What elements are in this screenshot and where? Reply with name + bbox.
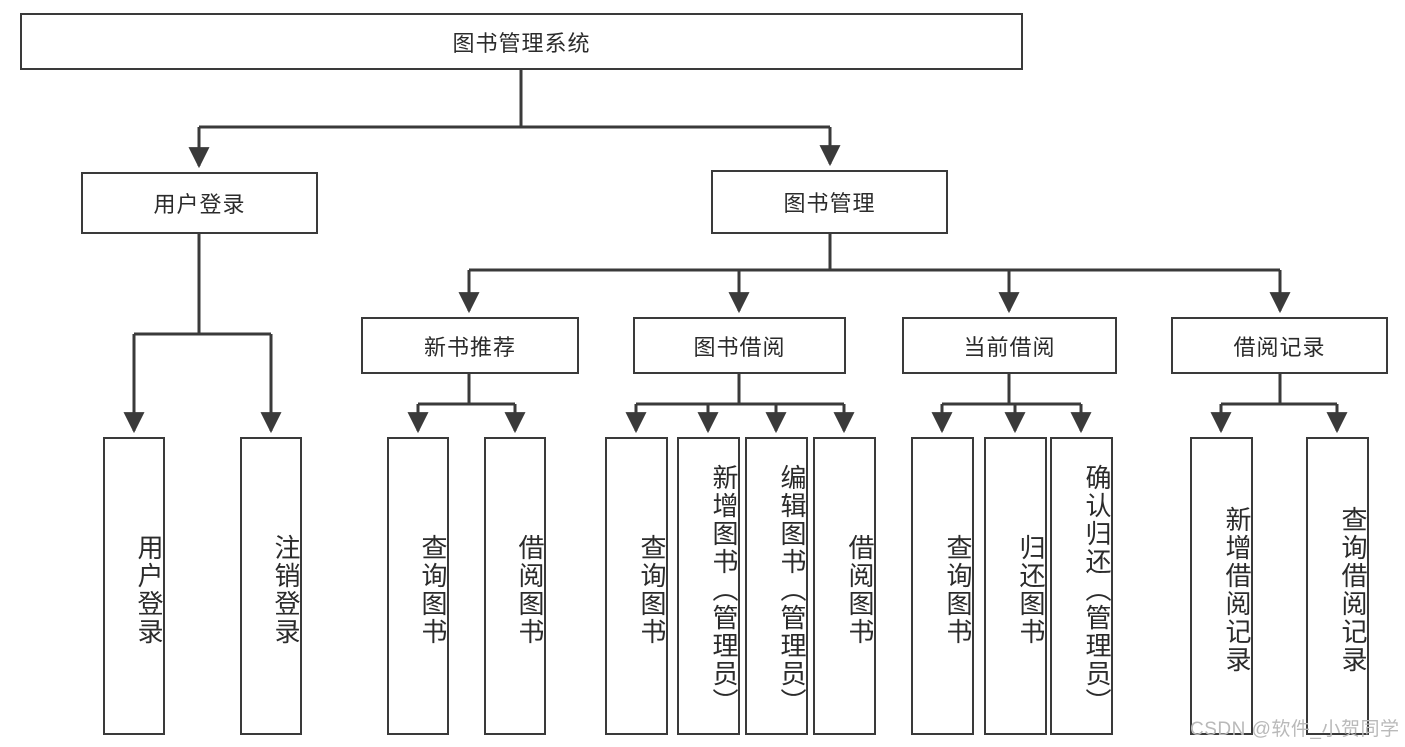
node-leaf-query-book-2[interactable]: 查询图书	[605, 437, 668, 735]
node-book-borrow[interactable]: 图书借阅	[633, 317, 846, 374]
node-leaf-add-book[interactable]: 新增图书（管理员）	[677, 437, 740, 735]
node-leaf-confirm-return[interactable]: 确认归还（管理员）	[1050, 437, 1113, 735]
node-leaf-query-book-1[interactable]: 查询图书	[387, 437, 449, 735]
node-leaf-add-record-label: 新增借阅记录	[1222, 506, 1252, 674]
node-new-book-recommend-label: 新书推荐	[423, 334, 516, 360]
csdn-watermark: CSDN @软件_小贺同学	[1190, 719, 1400, 740]
node-leaf-query-book-2-label: 查询图书	[637, 534, 667, 646]
node-leaf-query-record-label: 查询借阅记录	[1338, 506, 1368, 674]
node-borrow-record-label: 借阅记录	[1233, 334, 1326, 360]
node-leaf-return-book[interactable]: 归还图书	[984, 437, 1047, 735]
node-root-label: 图书管理系统	[452, 30, 591, 56]
node-leaf-edit-book[interactable]: 编辑图书（管理员）	[745, 437, 808, 735]
node-leaf-query-book-1-label: 查询图书	[418, 534, 448, 646]
node-new-book-recommend[interactable]: 新书推荐	[361, 317, 579, 374]
node-leaf-confirm-return-label: 确认归还（管理员）	[1082, 464, 1112, 716]
node-leaf-query-record[interactable]: 查询借阅记录	[1306, 437, 1369, 735]
node-borrow-record[interactable]: 借阅记录	[1171, 317, 1388, 374]
node-leaf-user-login-label: 用户登录	[134, 534, 164, 646]
node-leaf-borrow-book-2[interactable]: 借阅图书	[813, 437, 876, 735]
node-leaf-add-book-label: 新增图书（管理员）	[709, 464, 739, 716]
node-leaf-query-book-3-label: 查询图书	[943, 534, 973, 646]
node-user-login-label: 用户登录	[153, 192, 246, 217]
node-leaf-borrow-book-2-label: 借阅图书	[845, 534, 875, 646]
node-leaf-edit-book-label: 编辑图书（管理员）	[777, 464, 807, 716]
node-leaf-logout-label: 注销登录	[271, 534, 301, 646]
node-leaf-add-record[interactable]: 新增借阅记录	[1190, 437, 1253, 735]
node-book-manage-label: 图书管理	[783, 191, 876, 216]
node-current-borrow-label: 当前借阅	[963, 334, 1056, 360]
node-leaf-return-book-label: 归还图书	[1016, 534, 1046, 646]
node-leaf-user-login[interactable]: 用户登录	[103, 437, 165, 735]
node-book-borrow-label: 图书借阅	[693, 334, 786, 360]
node-root[interactable]: 图书管理系统	[20, 13, 1023, 70]
node-leaf-logout[interactable]: 注销登录	[240, 437, 302, 735]
node-current-borrow[interactable]: 当前借阅	[902, 317, 1117, 374]
node-leaf-borrow-book-1-label: 借阅图书	[515, 534, 545, 646]
node-leaf-query-book-3[interactable]: 查询图书	[911, 437, 974, 735]
node-user-login[interactable]: 用户登录	[81, 172, 318, 234]
node-book-manage[interactable]: 图书管理	[711, 170, 948, 234]
node-leaf-borrow-book-1[interactable]: 借阅图书	[484, 437, 546, 735]
